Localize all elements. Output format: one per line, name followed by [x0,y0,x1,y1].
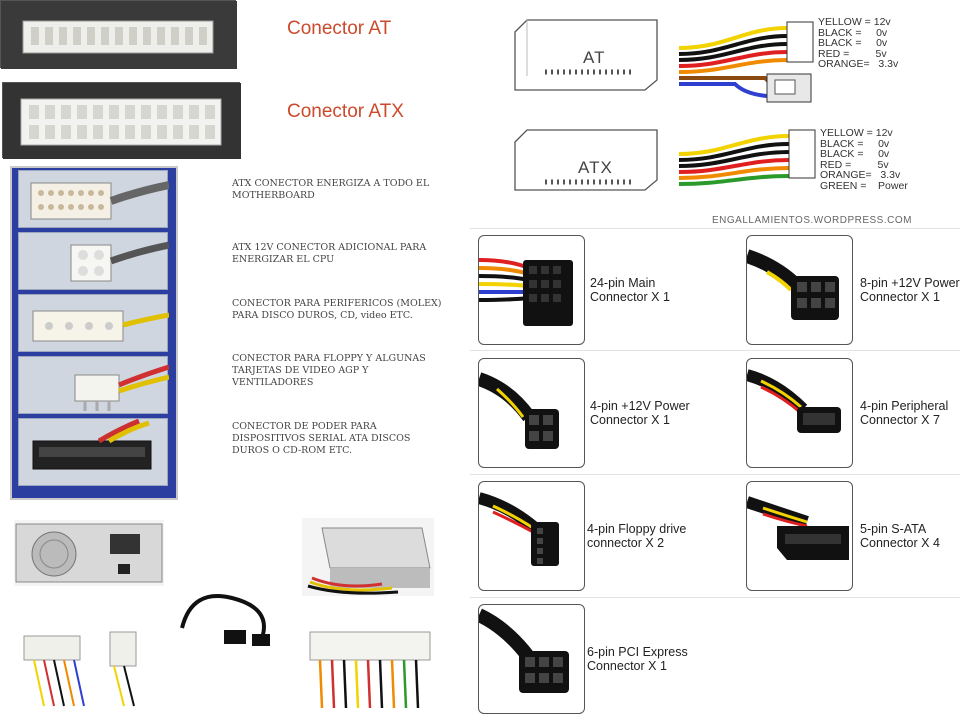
card-8pin-12v [746,235,853,345]
card-5pin-sata [746,481,853,591]
card-24pin-main [478,235,585,345]
at-connector-photo [0,0,237,69]
at-connector-label: Conector AT [287,18,392,39]
card-label-line2: Connector X 1 [587,659,667,673]
card-5pin-sata-label: 5-pin S-ATA Connector X 4 [860,522,940,550]
card-8pin-12v-label: 8-pin +12V Power Connector X 1 [860,276,960,304]
atx-voltage-legend: YELLOW = 12v BLACK = 0v BLACK = 0v RED =… [820,127,908,192]
card-label-line2: Connector X 7 [860,413,940,427]
atx-connector-photo [2,82,241,159]
card-4pin-12v-label: 4-pin +12V Power Connector X 1 [590,399,690,427]
floppy-connector-photo [18,356,170,414]
card-label-line2: Connector X 1 [860,290,940,304]
row-divider [470,474,960,475]
power-cord-photo [172,578,282,658]
psu-top-photo [302,518,434,596]
card-24pin-main-label: 24-pin Main Connector X 1 [590,276,670,304]
at-box-label: AT [583,48,606,67]
card-label-line1: 6-pin PCI Express [587,645,688,659]
card-4pin-peripheral-label: 4-pin Peripheral Connector X 7 [860,399,948,427]
atx-connector-illustration [3,83,241,159]
card-4pin-floppy [478,481,585,591]
row-divider [470,350,960,351]
atx-connector-label: Conector ATX [287,101,404,122]
card-label-line1: 4-pin Floppy drive [587,522,687,536]
at-connector-illustration [1,1,237,69]
card-4pin-floppy-label: 4-pin Floppy drive connector X 2 [587,522,686,550]
atx-cable-bundle-photo [14,612,174,712]
section-divider [470,228,960,229]
atx-main-connector-photo [18,170,170,228]
card-6pin-pci-express [478,604,585,714]
card-label-line2: connector X 2 [587,536,665,550]
card-label-line2: Connector X 1 [590,413,670,427]
card-label-line1: 5-pin S-ATA [860,522,927,536]
description-sata: CONECTOR DE PODER PARA DISPOSITIVOS SERI… [232,421,411,456]
atx-12v-connector-photo [18,232,170,290]
atx-box-label: ATX [578,158,613,177]
psu-back-photo [14,520,164,586]
row-divider [470,597,960,598]
source-watermark: ENGALLAMIENTOS.WORDPRESS.COM [712,215,912,226]
card-label-line1: 8-pin +12V Power [860,276,960,290]
connector-photo-panel [10,166,178,500]
at-wire-diagram [514,19,814,103]
molex-connector-photo [18,294,170,352]
description-floppy: CONECTOR PARA FLOPPY Y ALGUNAS TARJETAS … [232,353,426,388]
at-voltage-legend: YELLOW = 12v BLACK = 0v BLACK = 0v RED =… [818,16,899,70]
description-molex: CONECTOR PARA PERIFERICOS (MOLEX) PARA D… [232,298,442,321]
card-label-line1: 4-pin +12V Power [590,399,690,413]
card-4pin-12v [478,358,585,468]
description-atx-main: ATX CONECTOR ENERGIZA A TODO EL MOTHERBO… [232,178,430,201]
card-label-line2: Connector X 1 [590,290,670,304]
card-label-line1: 4-pin Peripheral [860,399,949,413]
sata-connector-photo [18,418,168,486]
description-atx-12v: ATX 12V CONECTOR ADICIONAL PARA ENERGIZA… [232,242,427,265]
card-6pin-pci-express-label: 6-pin PCI Express Connector X 1 [587,645,688,673]
card-4pin-peripheral [746,358,853,468]
atx-connector-wires-photo [300,618,440,712]
atx-wire-diagram [514,129,816,191]
card-label-line2: Connector X 4 [860,536,940,550]
card-label-line1: 24-pin Main [590,276,656,290]
